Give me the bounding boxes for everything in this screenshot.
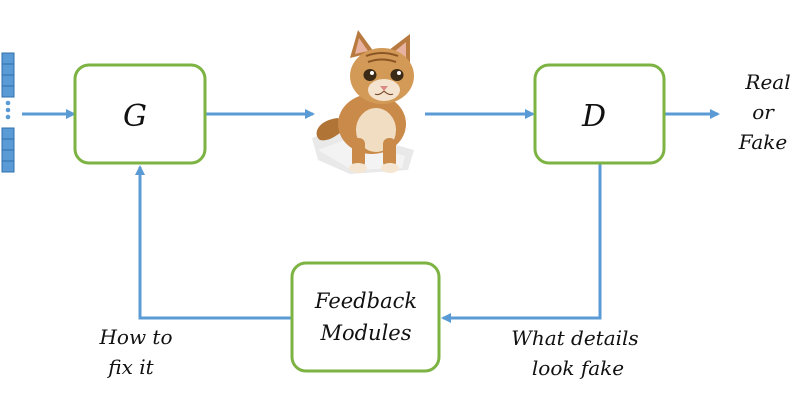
generator-label: G bbox=[123, 99, 147, 134]
output-label-real: Real bbox=[744, 70, 790, 94]
what-details-label-line1: What details bbox=[511, 326, 638, 350]
feedback-modules-box: Feedback Modules bbox=[290, 261, 441, 373]
arrow-d-to-feedback bbox=[441, 163, 602, 323]
latent-vector-icon bbox=[1, 52, 15, 173]
feedback-label-line1: Feedback bbox=[314, 289, 417, 313]
how-to-fix-label-line2: fix it bbox=[106, 355, 154, 379]
output-label-fake: Fake bbox=[738, 130, 787, 154]
feedback-label-line2: Modules bbox=[319, 321, 411, 345]
discriminator-label: D bbox=[581, 99, 606, 134]
discriminator-box: D bbox=[533, 63, 666, 165]
what-details-label-line2: look fake bbox=[532, 356, 624, 380]
arrow-feedback-to-g bbox=[135, 165, 293, 320]
kitten-image bbox=[312, 30, 414, 174]
output-label-or: or bbox=[752, 100, 775, 124]
how-to-fix-label-line1: How to bbox=[98, 325, 172, 349]
generator-box: G bbox=[73, 63, 207, 165]
